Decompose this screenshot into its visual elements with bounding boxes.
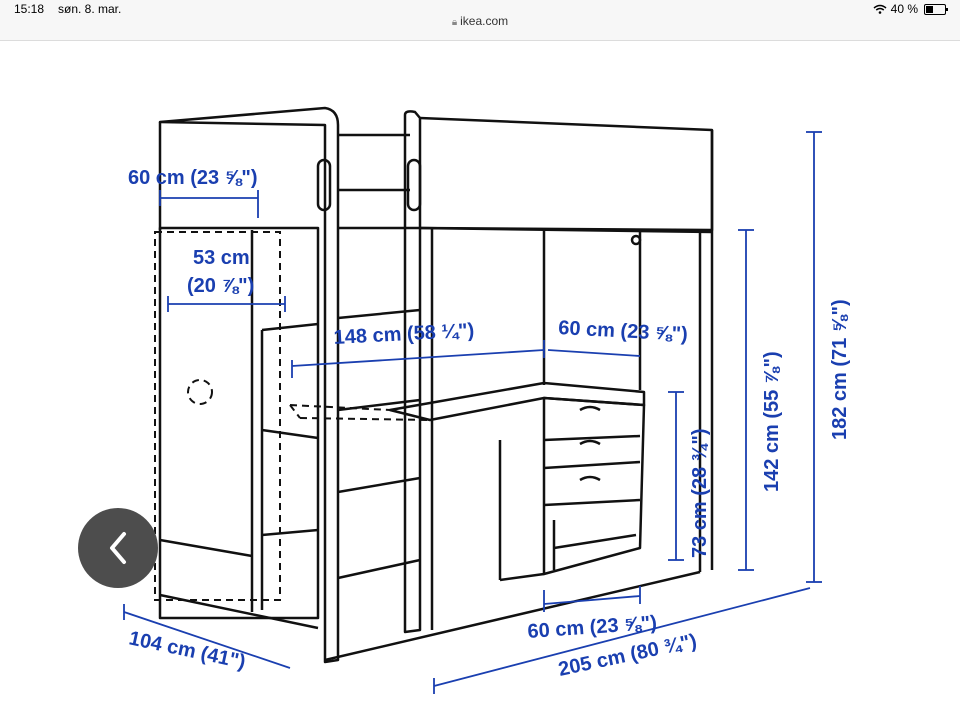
status-bar: 15:18 søn. 8. mar. 40 %	[0, 0, 960, 41]
dim-desk-depth-bottom: 60 cm (23 ⅝")	[527, 612, 658, 643]
back-button[interactable]	[78, 508, 158, 588]
loft-bed-dimension-diagram: 60 cm (23 ⅝") 53 cm (20 ⅞") 148 cm (58 ¼…	[123, 106, 851, 694]
lock-icon: 🔒︎	[451, 17, 458, 28]
url-text: ikea.com	[460, 14, 509, 28]
dim-wardrobe-inner-in: (20 ⅞")	[187, 275, 254, 297]
dimension-lines	[123, 131, 822, 694]
dim-desk-length: 148 cm (58 ¼")	[333, 320, 475, 349]
dim-desk-depth-top: 60 cm (23 ⅝")	[558, 317, 689, 346]
chevron-left-icon	[110, 532, 126, 564]
status-date: søn. 8. mar.	[58, 2, 122, 16]
dim-desk-height: 73 cm (28 ¾")	[689, 428, 711, 558]
furniture-drawing	[158, 106, 714, 664]
dim-depth: 104 cm (41")	[127, 627, 247, 673]
dim-wardrobe-inner-cm: 53 cm	[193, 247, 250, 269]
dashed-outline	[154, 231, 431, 601]
status-right: 40 %	[873, 2, 948, 16]
dim-top-width: 60 cm (23 ⅝")	[128, 167, 258, 189]
wifi-icon	[873, 4, 887, 14]
url-bar[interactable]: 🔒︎ikea.com	[0, 14, 960, 28]
dim-clearance-height: 142 cm (55 ⅞")	[761, 351, 783, 492]
status-time: 15:18	[14, 2, 45, 16]
dim-total-height: 182 cm (71 ⅝")	[829, 299, 851, 440]
battery-icon	[924, 3, 948, 15]
battery-percent: 40 %	[890, 2, 918, 16]
